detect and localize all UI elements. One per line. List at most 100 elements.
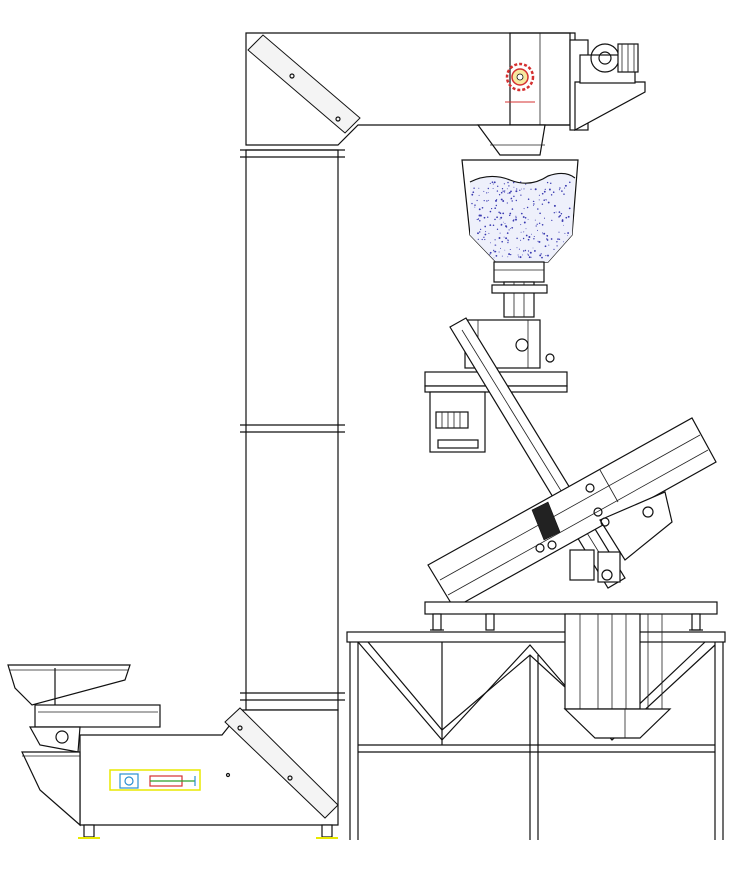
grain-dot xyxy=(474,206,476,208)
grain-dot xyxy=(473,187,475,189)
grain-dot xyxy=(528,256,531,259)
grain-dot xyxy=(499,212,502,215)
grain-dot xyxy=(504,190,506,192)
grain-dot xyxy=(527,253,529,255)
grain-dot xyxy=(558,211,561,213)
grain-dot xyxy=(476,199,478,202)
grain-dot xyxy=(495,255,498,257)
grain-dot xyxy=(489,210,492,213)
grain-dot xyxy=(537,240,539,242)
grain-dot xyxy=(492,188,494,189)
grain-dot xyxy=(489,224,492,227)
grain-dot xyxy=(558,189,560,191)
bucket-elevator-column xyxy=(240,149,345,711)
grain-dot xyxy=(567,215,570,218)
grain-dot xyxy=(556,241,558,243)
grain-dot xyxy=(519,256,522,259)
grain-dot xyxy=(533,201,535,202)
grain-dot xyxy=(550,182,552,184)
grain-dot xyxy=(553,248,555,251)
grain-dot xyxy=(493,181,496,184)
grain-dot xyxy=(489,253,491,255)
grain-dot xyxy=(547,201,550,204)
grain-dot xyxy=(558,231,560,233)
grain-dot xyxy=(501,240,504,243)
grain-dot xyxy=(485,231,487,233)
feed-hopper xyxy=(7,664,161,827)
grain-dot xyxy=(483,200,485,202)
grain-dot xyxy=(551,219,553,222)
grain-dot xyxy=(500,247,501,249)
grain-dot xyxy=(507,256,509,258)
grain-dot xyxy=(491,208,493,210)
grain-dot xyxy=(511,226,514,229)
grain-dot xyxy=(523,231,525,233)
grain-dot xyxy=(536,229,539,231)
grain-dot xyxy=(533,205,535,206)
grain-dot xyxy=(501,198,503,201)
grain-dot xyxy=(563,193,565,195)
grain-dot xyxy=(530,256,532,258)
grain-dot xyxy=(503,236,505,238)
grain-dot xyxy=(493,251,495,253)
grain-dot xyxy=(557,238,559,240)
grain-dot xyxy=(507,241,509,244)
grain-dot xyxy=(490,242,491,244)
grain-dot xyxy=(494,239,496,241)
grain-dot xyxy=(508,214,511,217)
grain-dot xyxy=(543,190,546,193)
grain-dot xyxy=(493,249,495,252)
grain-dot xyxy=(533,203,535,205)
grain-dot xyxy=(500,216,503,219)
grain-dot xyxy=(565,216,568,219)
grain-dot xyxy=(538,240,541,243)
grain-dot xyxy=(524,249,527,252)
grain-dot xyxy=(497,185,499,187)
grain-dot xyxy=(507,239,509,241)
grain-dot xyxy=(516,188,518,190)
grain-dot xyxy=(486,192,488,194)
grain-dot xyxy=(509,227,511,229)
grain-dot xyxy=(504,223,506,225)
discharge-chutes xyxy=(563,613,672,739)
grain-dot xyxy=(520,194,522,196)
grain-dot xyxy=(539,254,542,257)
grain-dot xyxy=(546,239,549,241)
grain-dot xyxy=(559,187,561,189)
grain-dot xyxy=(523,208,525,210)
grain-dot xyxy=(492,224,495,227)
grain-dot xyxy=(493,257,495,259)
grain-dot xyxy=(533,249,536,252)
grain-dot xyxy=(513,186,515,188)
grain-dot xyxy=(512,219,515,222)
grain-dot xyxy=(548,244,550,246)
grain-dot xyxy=(498,211,500,214)
grain-dot xyxy=(524,216,527,219)
grain-dot xyxy=(484,233,487,236)
grain-dot xyxy=(484,225,487,228)
grain-dot xyxy=(483,190,485,192)
grain-dot xyxy=(528,236,531,238)
grain-dot xyxy=(541,256,543,259)
grain-dot xyxy=(543,232,546,235)
grain-dot xyxy=(518,248,520,250)
grain-dot xyxy=(495,199,498,201)
grain-dot xyxy=(519,189,521,191)
grain-dot xyxy=(527,238,530,241)
grain-dot xyxy=(477,238,479,240)
grain-dot xyxy=(479,220,481,222)
grain-dot xyxy=(562,224,564,226)
grain-dot xyxy=(496,190,499,192)
grain-dot xyxy=(488,199,490,201)
grain-dot xyxy=(553,212,555,214)
grain-dot xyxy=(525,234,528,237)
grain-dot xyxy=(500,191,503,194)
grain-dot xyxy=(495,199,497,202)
grain-dot xyxy=(558,216,560,218)
grain-dot xyxy=(479,214,482,217)
grain-dot xyxy=(541,203,544,205)
grain-dot xyxy=(494,218,496,221)
grain-dot xyxy=(525,228,527,230)
grain-dot xyxy=(489,182,491,184)
